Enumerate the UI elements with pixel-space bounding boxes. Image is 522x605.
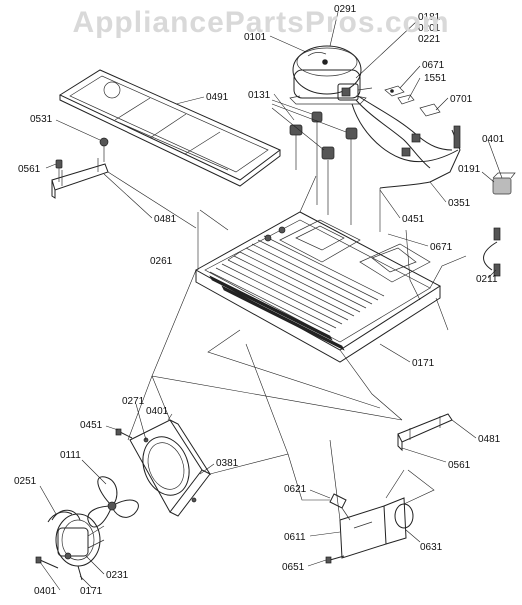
label-0561-left: 0561 <box>18 164 41 175</box>
motor-screws <box>35 556 83 581</box>
terminal-pieces <box>384 85 441 117</box>
label-0451-shroud: 0451 <box>80 420 103 431</box>
bracket-screws <box>55 137 109 182</box>
label-0621: 0621 <box>284 484 307 495</box>
label-1551: 1551 <box>424 73 447 84</box>
motor-bracket <box>47 509 81 523</box>
wire-lead <box>483 227 501 277</box>
label-0101: 0101 <box>244 32 267 43</box>
label-0181: 0181 <box>418 12 441 23</box>
fan-blade <box>87 476 139 528</box>
label-0401-right: 0401 <box>482 134 505 145</box>
label-0671-top: 0671 <box>422 60 445 71</box>
label-0171-bottom: 0171 <box>80 586 103 597</box>
label-0481-left: 0481 <box>154 214 177 225</box>
label-0381: 0381 <box>216 458 239 469</box>
condenser-coil <box>209 235 385 351</box>
wiring-harness <box>351 95 461 189</box>
label-0701: 0701 <box>450 94 473 105</box>
label-0231: 0231 <box>106 570 129 581</box>
label-0271: 0271 <box>122 396 145 407</box>
label-0561-right: 0561 <box>448 460 471 471</box>
label-0221: 0221 <box>418 34 441 45</box>
callout-labels: 0291 0101 0181 0201 0221 0671 1551 0701 … <box>14 4 505 597</box>
fan-motor <box>55 513 105 567</box>
label-0531: 0531 <box>30 114 53 125</box>
label-0451-top: 0451 <box>402 214 425 225</box>
label-0351: 0351 <box>448 198 471 209</box>
label-0251: 0251 <box>14 476 37 487</box>
drain-pan <box>58 69 281 187</box>
shroud-screw <box>115 428 133 439</box>
condenser-base <box>194 211 441 363</box>
label-0131: 0131 <box>248 90 271 101</box>
label-0401-shroud: 0401 <box>146 406 169 417</box>
label-0191: 0191 <box>458 164 481 175</box>
drain-tube-assembly <box>329 493 414 559</box>
label-0481-right: 0481 <box>478 434 501 445</box>
label-0651: 0651 <box>282 562 305 573</box>
relay-overload <box>337 83 373 101</box>
compressor <box>289 45 367 105</box>
right-bracket <box>397 413 453 452</box>
assembly-lines <box>107 171 467 521</box>
label-0201: 0201 <box>418 23 441 34</box>
label-0171-mid: 0171 <box>412 358 435 369</box>
label-0291: 0291 <box>334 4 357 15</box>
label-0671-mid: 0671 <box>430 242 453 253</box>
label-0401-bottom: 0401 <box>34 586 57 597</box>
fan-shroud <box>129 419 212 517</box>
label-0211: 0211 <box>476 274 498 285</box>
compressor-grommets <box>289 111 358 225</box>
label-0611: 0611 <box>284 532 306 543</box>
label-0261: 0261 <box>150 256 173 267</box>
capacitor-box <box>492 172 516 195</box>
label-0491: 0491 <box>206 92 229 103</box>
label-0111: 0111 <box>60 450 81 461</box>
label-0631: 0631 <box>420 542 443 553</box>
drain-screw <box>325 555 345 564</box>
callout-leaders <box>39 11 503 591</box>
